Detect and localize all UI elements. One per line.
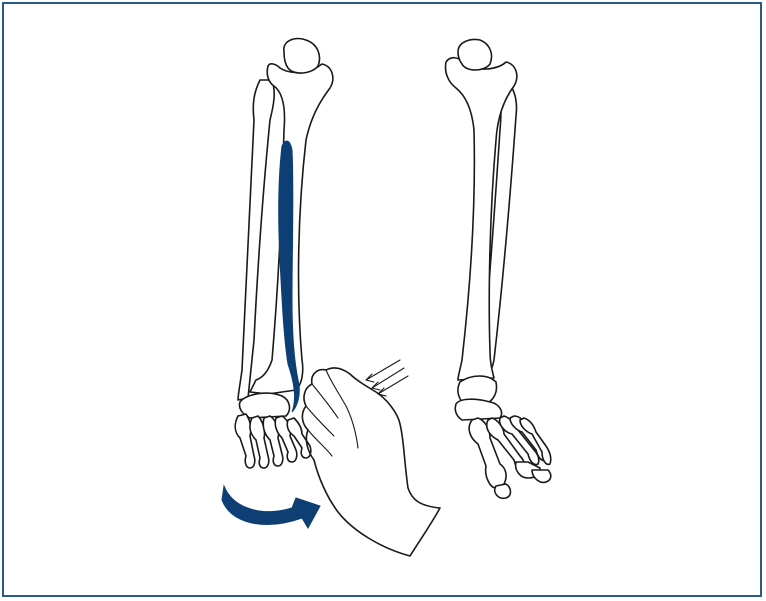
right-knee-cap xyxy=(458,40,492,71)
right-leg xyxy=(445,40,550,499)
left-toe-bones xyxy=(235,414,311,468)
examiner-hand-icon xyxy=(302,368,440,556)
left-leg xyxy=(222,39,333,529)
right-foot-bones xyxy=(469,416,551,498)
left-knee-cap xyxy=(284,39,320,74)
left-fibula xyxy=(238,80,274,400)
curved-rotation-arrow-icon xyxy=(222,486,320,528)
